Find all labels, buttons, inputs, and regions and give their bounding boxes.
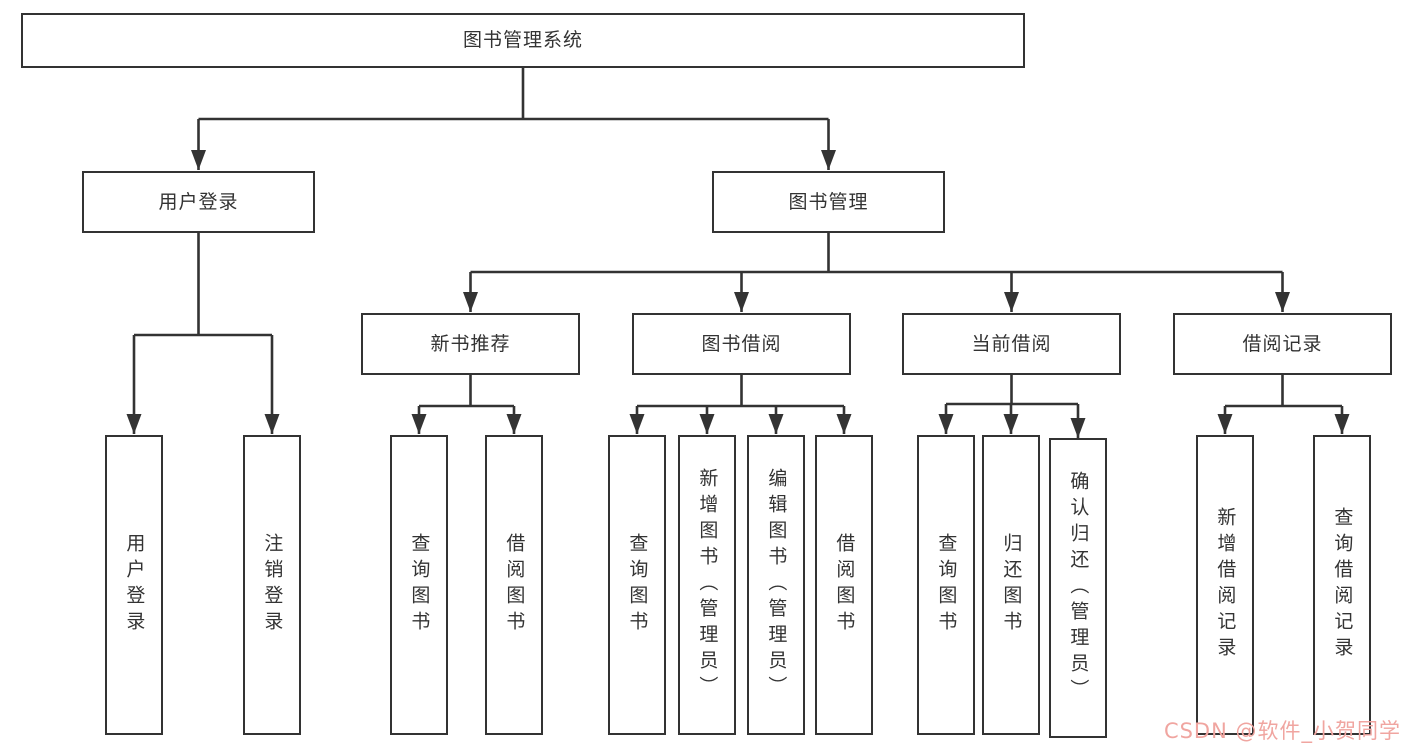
node-label: 查询图书 — [935, 533, 958, 637]
node-label: 图书管理系统 — [462, 29, 583, 52]
node-leaf-borrow-book-1: 借阅图书 — [485, 435, 543, 735]
node-label: 用户登录 — [158, 190, 239, 213]
node-leaf-return-book: 归还图书 — [982, 435, 1040, 735]
node-label: 借阅图书 — [503, 533, 526, 637]
node-leaf-add-borrow-record: 新增借阅记录 — [1196, 435, 1254, 735]
node-label: 新增借阅记录 — [1214, 507, 1237, 663]
node-leaf-query-borrow-record: 查询借阅记录 — [1313, 435, 1371, 735]
connector-new-book-recommend-to-leaves — [411, 375, 522, 434]
node-label: 图书借阅 — [701, 332, 782, 355]
node-label: 新书推荐 — [430, 332, 511, 355]
node-label: 编辑图书（管理员） — [765, 468, 788, 702]
node-leaf-logout: 注销登录 — [243, 435, 301, 735]
node-leaf-query-book-2: 查询图书 — [608, 435, 666, 735]
node-book-management: 图书管理 — [712, 171, 945, 233]
connector-current-borrow-to-leaves — [938, 375, 1086, 438]
node-borrow-records: 借阅记录 — [1173, 313, 1392, 375]
node-leaf-query-book-1: 查询图书 — [390, 435, 448, 735]
node-label: 借阅记录 — [1242, 332, 1323, 355]
connector-book-borrow-to-leaves — [629, 375, 852, 434]
node-leaf-query-book-3: 查询图书 — [917, 435, 975, 735]
connector-book-management-to-level3 — [463, 233, 1290, 312]
node-system-root: 图书管理系统 — [21, 13, 1025, 68]
node-label: 图书管理 — [788, 190, 869, 213]
node-leaf-edit-book-admin: 编辑图书（管理员） — [747, 435, 805, 735]
node-label: 用户登录 — [123, 533, 146, 637]
connector-root-to-level2 — [191, 68, 836, 170]
connector-borrow-records-to-leaves — [1217, 375, 1350, 434]
node-leaf-add-book-admin: 新增图书（管理员） — [678, 435, 736, 735]
node-label: 新增图书（管理员） — [696, 468, 719, 702]
node-user-login: 用户登录 — [82, 171, 315, 233]
node-leaf-confirm-return-admin: 确认归还（管理员） — [1049, 438, 1107, 738]
node-label: 查询图书 — [408, 533, 431, 637]
node-new-book-recommend: 新书推荐 — [361, 313, 580, 375]
node-current-borrow: 当前借阅 — [902, 313, 1121, 375]
node-label: 确认归还（管理员） — [1067, 471, 1090, 705]
connector-user-login-to-leaves — [126, 233, 280, 434]
node-label: 借阅图书 — [833, 533, 856, 637]
node-label: 归还图书 — [1000, 533, 1023, 637]
node-label: 当前借阅 — [971, 332, 1052, 355]
node-label: 查询借阅记录 — [1331, 507, 1354, 663]
node-label: 注销登录 — [261, 533, 284, 637]
csdn-watermark: CSDN @软件_小贺同学 — [1163, 719, 1401, 743]
node-leaf-borrow-book-2: 借阅图书 — [815, 435, 873, 735]
node-leaf-user-login: 用户登录 — [105, 435, 163, 735]
node-label: 查询图书 — [626, 533, 649, 637]
node-book-borrow: 图书借阅 — [632, 313, 851, 375]
